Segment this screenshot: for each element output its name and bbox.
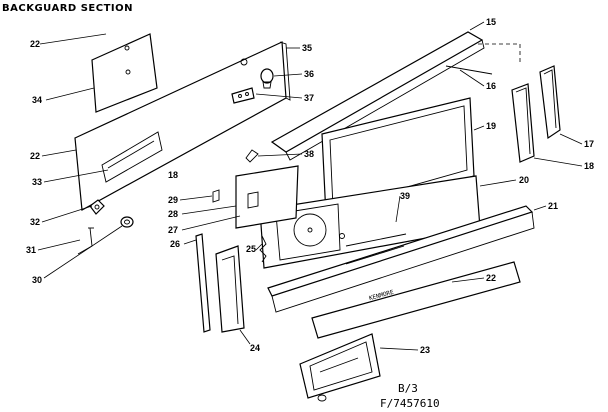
part-29-clock-knob (212, 189, 220, 203)
part-26-side-strip (195, 233, 211, 333)
part-21-lower-rail (267, 205, 535, 313)
callout-29: 29 (168, 195, 178, 205)
callout-18b: 18 (168, 170, 178, 180)
callout-22: 22 (486, 273, 496, 283)
callout-22: 22 (30, 151, 40, 161)
part-28-clock-bezel (235, 165, 299, 229)
part-36-lamp (260, 68, 274, 89)
callout-27: 27 (168, 225, 178, 235)
part-18-end-cap (511, 83, 535, 163)
part-25-spring (259, 235, 267, 263)
callout-34: 34 (32, 95, 42, 105)
callout-25: 25 (246, 244, 256, 254)
part-38-screw (245, 149, 259, 163)
callout-15: 15 (486, 17, 496, 27)
leader-lines (37, 21, 583, 351)
callout-35: 35 (302, 43, 312, 53)
ref-code: B/3 (398, 382, 418, 395)
callout-20: 20 (519, 175, 529, 185)
callout-37: 37 (304, 93, 314, 103)
callout-30: 30 (32, 275, 42, 285)
part-23-lens (299, 333, 381, 402)
part-37-lamp-socket (231, 87, 255, 104)
part-17-end-cap (539, 65, 561, 140)
diagram-title: BACKGUARD SECTION (2, 3, 133, 14)
callout-labels: 22 34 22 33 32 31 30 35 36 37 38 15 16 1… (26, 17, 594, 355)
callout-23: 23 (420, 345, 430, 355)
callout-26: 26 (170, 239, 180, 249)
callout-19: 19 (486, 121, 496, 131)
callout-24: 24 (250, 343, 260, 353)
callout-22: 22 (30, 39, 40, 49)
part-32-bracket (89, 199, 105, 215)
part-16-trim-bracket (445, 43, 521, 75)
callout-18: 18 (584, 161, 594, 171)
part-30-knob (120, 216, 134, 228)
callout-28: 28 (168, 209, 178, 219)
callout-33: 33 (32, 177, 42, 187)
callout-16: 16 (486, 81, 496, 91)
callout-32: 32 (30, 217, 40, 227)
callout-31: 31 (26, 245, 36, 255)
callout-39: 39 (400, 191, 410, 201)
part-15-top-trim (270, 31, 485, 161)
callout-21: 21 (548, 201, 558, 211)
ref-part-number: F/7457610 (380, 397, 440, 410)
part-24-side-bracket (215, 245, 245, 333)
part-back-panel (74, 41, 291, 211)
part-34-cover-panel (91, 33, 158, 113)
callout-36: 36 (304, 69, 314, 79)
callout-17: 17 (584, 139, 594, 149)
callout-38: 38 (304, 149, 314, 159)
